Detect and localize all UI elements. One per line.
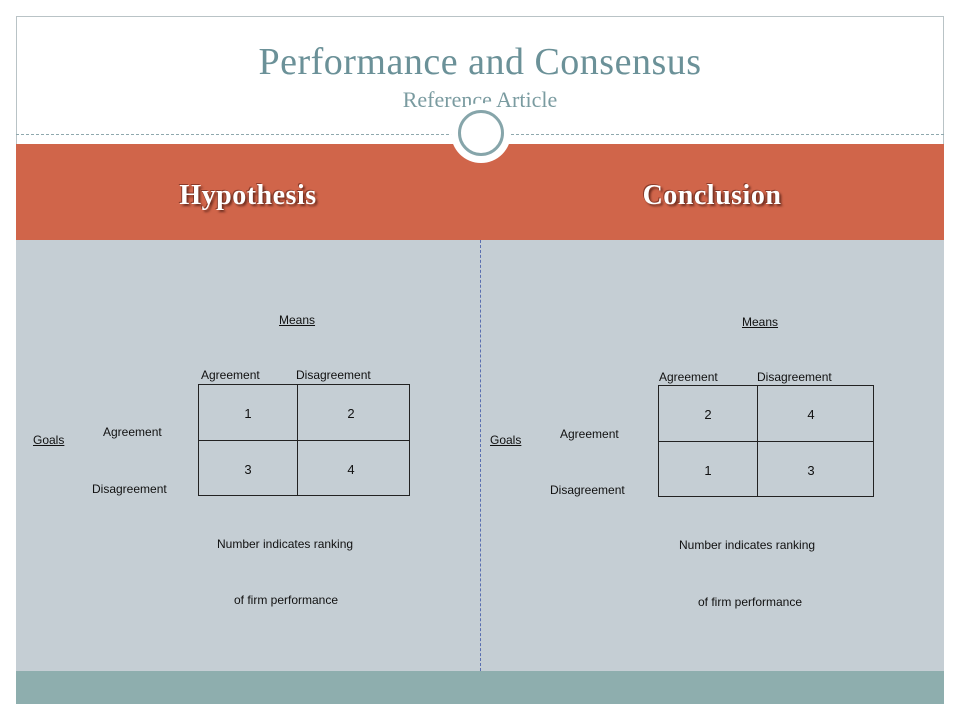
hypothesis-matrix: Means Agreement Disagreement Goals Agree… bbox=[16, 240, 480, 671]
note-line-1: Number indicates ranking bbox=[217, 537, 354, 551]
title-area: Performance and Consensus Reference Arti… bbox=[16, 16, 944, 134]
ranking-grid: 1 2 3 4 bbox=[198, 384, 410, 496]
col-header-disagreement: Disagreement bbox=[757, 370, 832, 384]
grid-cell: 3 bbox=[807, 462, 815, 478]
means-label: Means bbox=[742, 315, 779, 329]
col-header-disagreement: Disagreement bbox=[296, 368, 371, 382]
row-header-disagreement: Disagreement bbox=[92, 482, 167, 496]
grid-cell: 3 bbox=[244, 461, 252, 477]
column-separator bbox=[480, 240, 481, 671]
circle-ring-icon bbox=[451, 103, 511, 163]
row-header-agreement: Agreement bbox=[560, 427, 619, 441]
grid-cell: 2 bbox=[704, 406, 712, 422]
row-header-disagreement: Disagreement bbox=[550, 483, 625, 497]
goals-label: Goals bbox=[490, 433, 522, 447]
ranking-grid: 2 4 1 3 bbox=[658, 385, 874, 497]
note-line-2: of firm performance bbox=[234, 593, 339, 607]
col-header-agreement: Agreement bbox=[201, 368, 260, 382]
note-line-1: Number indicates ranking bbox=[679, 538, 816, 552]
row-header-agreement: Agreement bbox=[103, 425, 162, 439]
conclusion-heading: Conclusion bbox=[642, 180, 782, 211]
note-line-2: of firm performance bbox=[698, 595, 803, 609]
slide-title: Performance and Consensus bbox=[258, 41, 702, 83]
grid-cell: 1 bbox=[244, 405, 252, 421]
col-header-agreement: Agreement bbox=[659, 370, 718, 384]
hypothesis-heading: Hypothesis bbox=[179, 180, 317, 211]
grid-cell: 1 bbox=[704, 462, 712, 478]
conclusion-matrix: Means Agreement Disagreement Goals Agree… bbox=[480, 240, 944, 671]
goals-label: Goals bbox=[33, 433, 65, 447]
footer-band bbox=[16, 671, 944, 704]
grid-cell: 2 bbox=[347, 405, 355, 421]
grid-cell: 4 bbox=[807, 406, 815, 422]
means-label: Means bbox=[279, 313, 316, 327]
grid-cell: 4 bbox=[347, 461, 355, 477]
